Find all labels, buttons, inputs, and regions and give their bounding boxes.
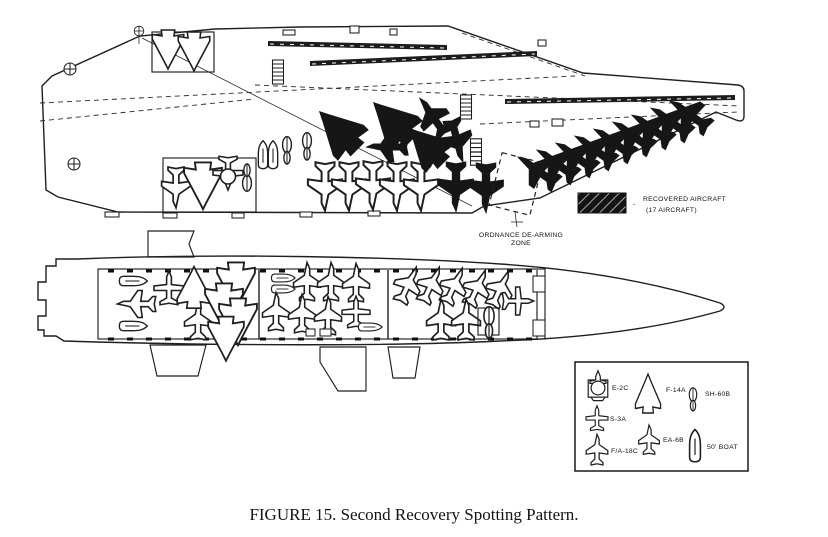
f14-silhouette bbox=[177, 31, 211, 72]
deck-line bbox=[39, 98, 256, 122]
recovered-hatch-swatch bbox=[577, 192, 627, 214]
deck-edge-sponson bbox=[147, 230, 195, 258]
legend-label-e2c: E-2C bbox=[612, 385, 629, 392]
legend-label-fa18c: F/A-18C bbox=[611, 448, 638, 455]
ordnance-zone-label: ORDNANCE DE-ARMING bbox=[479, 232, 563, 239]
elevator-platform bbox=[151, 29, 215, 73]
hangar-bay2-aircraft bbox=[261, 261, 383, 337]
flight-deck-outline bbox=[41, 25, 745, 214]
hangar-bay1-aircraft bbox=[116, 261, 258, 362]
legend-box: E-2C F-14A SH-60B S-3A EA-6B F/A-18C 50'… bbox=[574, 361, 749, 472]
hull-sponsons bbox=[149, 344, 421, 392]
legend-label-f14a: F-14A bbox=[666, 387, 686, 394]
recovered-aircraft-row bbox=[508, 87, 719, 199]
figure-caption: FIGURE 15. Second Recovery Spotting Patt… bbox=[249, 505, 579, 524]
recovered-key-line2: (17 AIRCRAFT) bbox=[646, 207, 697, 214]
recovered-key-dash: - bbox=[633, 201, 636, 208]
legend-label-boat: 50' BOAT bbox=[707, 444, 738, 451]
sh60b-helicopter-icon bbox=[688, 387, 698, 412]
deck-line bbox=[479, 111, 739, 125]
axial-centerline bbox=[254, 84, 741, 107]
hull-outline bbox=[37, 255, 725, 346]
parked-aircraft-row bbox=[306, 160, 440, 212]
island-area-parked-aircraft bbox=[160, 132, 313, 213]
recovered-key-line1: RECOVERED AIRCRAFT bbox=[643, 196, 726, 203]
catapult-tracks bbox=[268, 41, 735, 104]
ordnance-zone-label-line2: ZONE bbox=[511, 240, 531, 247]
flight-deck-view: ORDNANCE DE-ARMING ZONE - RECOVERED AIRC… bbox=[39, 25, 745, 247]
ciws-mounts bbox=[63, 25, 145, 171]
fifty-foot-boat-icon bbox=[688, 428, 702, 463]
legend-label-ea6b: EA-6B bbox=[663, 437, 684, 444]
recovered-aircraft-key: - RECOVERED AIRCRAFT (17 AIRCRAFT) bbox=[577, 192, 726, 214]
angled-deck-centerline bbox=[39, 75, 576, 104]
ordnance-dearming-zone: ORDNANCE DE-ARMING ZONE bbox=[479, 151, 563, 247]
deck-fittings bbox=[104, 25, 564, 219]
hangar-deck-view bbox=[37, 230, 725, 392]
legend-label-sh60b: SH-60B bbox=[705, 391, 731, 398]
hangar-bay3-aircraft bbox=[387, 260, 546, 341]
legend-label-s3a: S-3A bbox=[610, 416, 626, 423]
